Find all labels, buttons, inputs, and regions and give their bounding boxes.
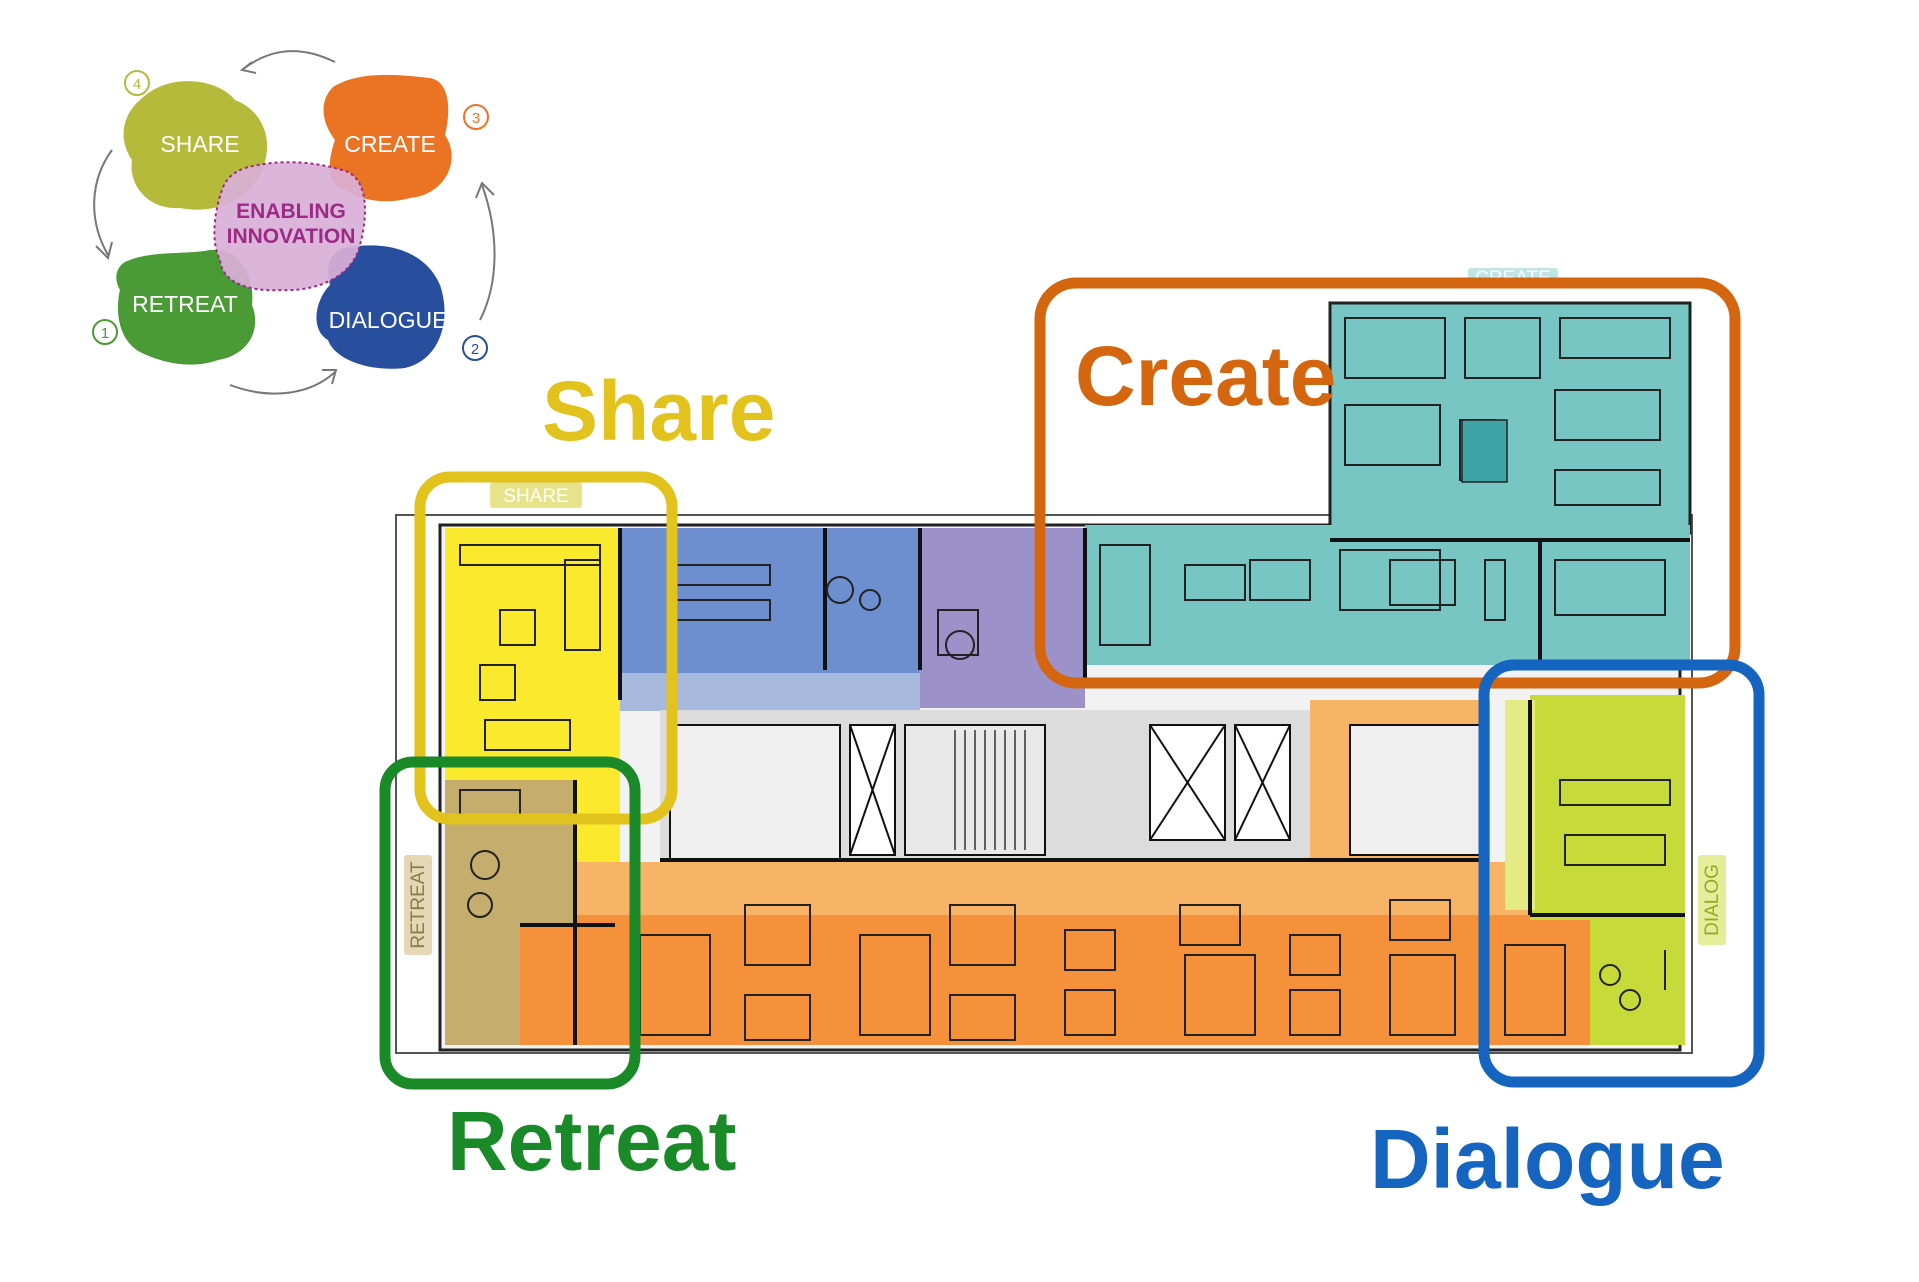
retreat-heading: Retreat bbox=[447, 1094, 736, 1188]
retreat-step-number: 1 bbox=[101, 325, 109, 342]
arrow-bottom-icon bbox=[229, 371, 336, 395]
retreat-frame bbox=[379, 756, 641, 1090]
cycle-diagram: SHARE CREATE RETREAT DIALOGUE ENABLING I… bbox=[92, 50, 496, 395]
arrow-left-icon bbox=[93, 149, 113, 256]
dialogue-blob-label: DIALOGUE bbox=[329, 307, 448, 333]
center-label-line-2: INNOVATION bbox=[227, 225, 356, 248]
dialogue-frame bbox=[1478, 659, 1765, 1088]
create-lower-zone bbox=[1085, 525, 1690, 665]
center-blob bbox=[213, 161, 366, 292]
dialogue-blob bbox=[316, 245, 445, 369]
cycle-arrows bbox=[93, 50, 496, 395]
arrow-top-icon bbox=[241, 50, 336, 71]
create-step-number: 3 bbox=[472, 110, 480, 127]
create-blob bbox=[323, 74, 452, 202]
dialogue-step-number: 2 bbox=[471, 341, 479, 358]
open-workspace-zone bbox=[575, 915, 1595, 1045]
center-label-line-1: ENABLING bbox=[236, 200, 346, 223]
create-heading: Create bbox=[1075, 329, 1336, 423]
share-plan-tag: SHARE bbox=[503, 486, 568, 507]
create-wing-zone bbox=[1328, 301, 1692, 535]
share-step-number: 4 bbox=[133, 76, 141, 93]
dialogue-zone bbox=[1530, 695, 1685, 920]
dialogue-heading: Dialogue bbox=[1370, 1112, 1725, 1206]
retreat-blob-label: RETREAT bbox=[132, 291, 238, 317]
retreat-blob bbox=[116, 249, 256, 365]
arrow-right-icon bbox=[479, 184, 496, 321]
dialog-plan-tag: DIALOG bbox=[1702, 864, 1723, 936]
floor-plan: SHARE CREATE RETREAT DIALOG bbox=[395, 268, 1726, 1054]
retreat-plan-tag: RETREAT bbox=[408, 861, 429, 949]
share-frame bbox=[414, 471, 678, 825]
create-frame bbox=[1034, 277, 1741, 689]
share-blob-label: SHARE bbox=[160, 131, 239, 157]
share-heading: Share bbox=[542, 364, 775, 458]
highlight-frames bbox=[379, 277, 1765, 1090]
create-blob-label: CREATE bbox=[344, 131, 436, 157]
